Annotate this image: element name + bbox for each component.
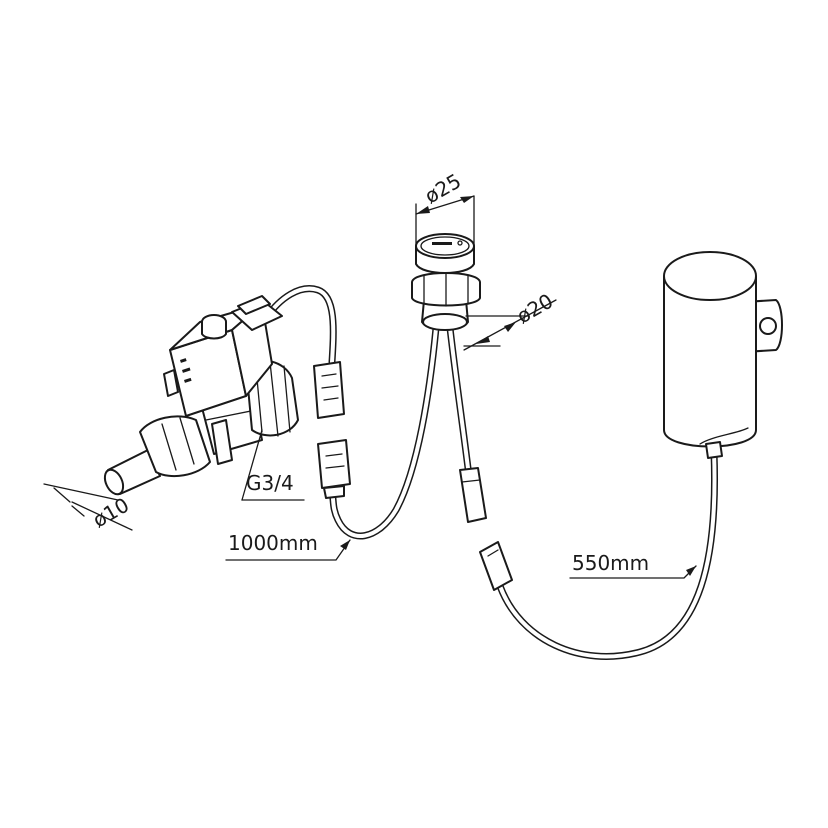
- sensor-cable-long: [328, 324, 440, 540]
- dimension-label-g34: G3/4: [246, 471, 294, 495]
- dimension-g34: G3/4: [241, 429, 305, 501]
- solenoid-valve: [103, 295, 299, 496]
- dimension-label-d10: ø10: [89, 493, 134, 533]
- power-cable: [496, 448, 718, 660]
- dimension-1000mm: 1000mm: [225, 531, 351, 561]
- dimension-label-d20: ø20: [513, 289, 558, 329]
- push-button-sensor: [411, 233, 481, 331]
- sensor-plug: [459, 467, 487, 523]
- power-cable-socket: [479, 541, 513, 591]
- battery-unit: [663, 251, 783, 459]
- dimension-label-1000mm: 1000mm: [228, 531, 318, 555]
- dimension-label-550mm: 550mm: [572, 551, 649, 575]
- sensor-cable-short: [446, 324, 472, 472]
- dimension-550mm: 550mm: [569, 551, 697, 579]
- valve-cable: [262, 285, 337, 366]
- dimension-label-d25: ø25: [421, 169, 466, 209]
- sensor-cable-connector: [317, 439, 351, 499]
- valve-cable-connector: [313, 361, 345, 419]
